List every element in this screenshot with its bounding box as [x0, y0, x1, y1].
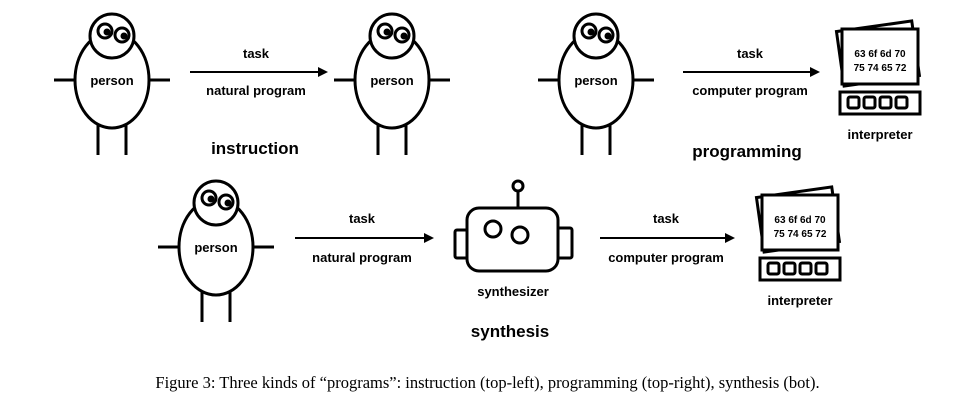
- instruction-title: instruction: [211, 139, 299, 158]
- synthesis-title: synthesis: [471, 322, 549, 341]
- instruction-panel: person task natural program person instr…: [52, 12, 452, 158]
- arrow-task-label: task: [349, 211, 376, 226]
- arrow-computer-program-label: computer program: [608, 250, 724, 265]
- synthesizer-label: synthesizer: [477, 284, 549, 299]
- person-label: person: [194, 240, 237, 255]
- arrow-natural-program-label: natural program: [312, 250, 412, 265]
- arrow-task-label: task: [737, 46, 764, 61]
- person-label: person: [90, 73, 133, 88]
- programming-title: programming: [692, 142, 802, 161]
- synthesis-panel: person task natural program synthesizer …: [156, 179, 842, 341]
- interpreter-hex-line-2: 75 74 65 72: [854, 63, 907, 74]
- interpreter-label: interpreter: [767, 293, 832, 308]
- interpreter-hex-line-2: 75 74 65 72: [774, 229, 827, 240]
- interpreter-label: interpreter: [847, 127, 912, 142]
- figure-caption: Figure 3: Three kinds of “programs”: ins…: [155, 373, 820, 392]
- person-label: person: [574, 73, 617, 88]
- arrow-natural-program-label: natural program: [206, 83, 306, 98]
- interpreter-hex-line-1: 63 6f 6d 70: [774, 215, 826, 226]
- arrow-task-label: task: [653, 211, 680, 226]
- arrow-computer-program-label: computer program: [692, 83, 808, 98]
- arrow-task-label: task: [243, 46, 270, 61]
- interpreter-hex-line-1: 63 6f 6d 70: [854, 49, 906, 60]
- synthesizer-robot-icon: [453, 179, 574, 273]
- person-label: person: [370, 73, 413, 88]
- programming-panel: person task computer program 63 6f 6d 70…: [536, 12, 922, 161]
